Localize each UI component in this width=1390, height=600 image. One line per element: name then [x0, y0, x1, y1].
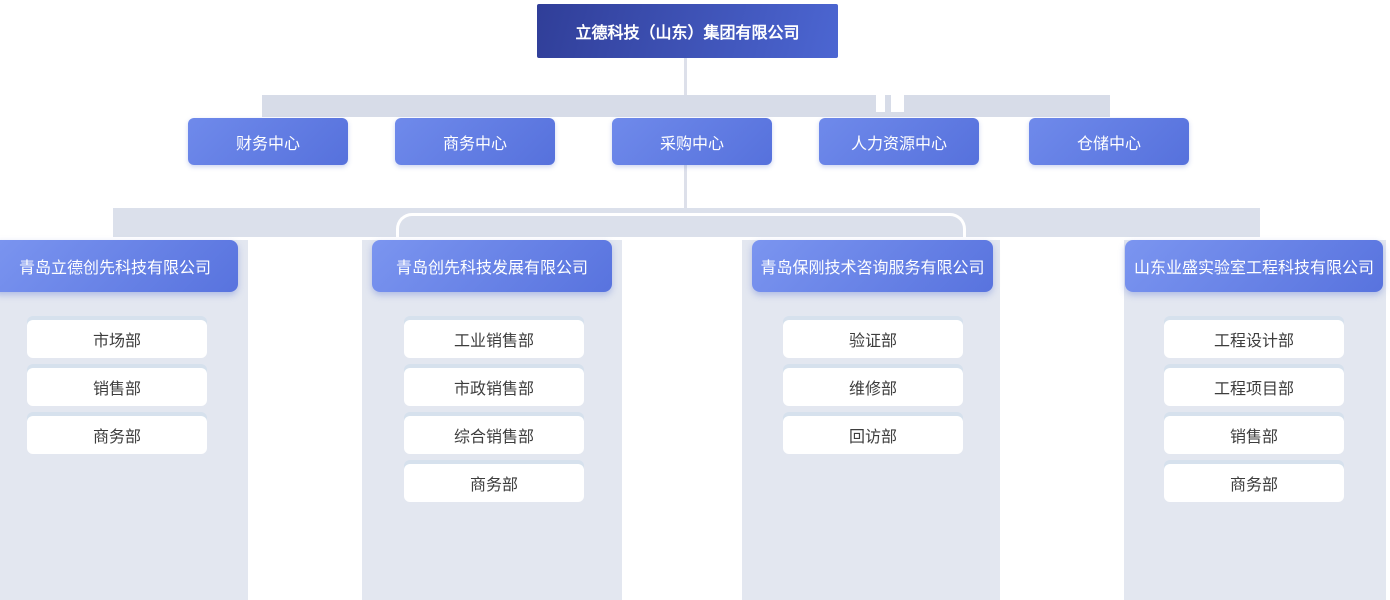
band-notch	[891, 95, 904, 112]
center-node: 商务中心	[395, 118, 555, 165]
department-node: 工程设计部	[1164, 320, 1344, 358]
department-node: 商务部	[404, 464, 584, 502]
center-node: 人力资源中心	[819, 118, 979, 165]
connector-centers-vertical	[684, 164, 687, 209]
department-node: 维修部	[783, 368, 963, 406]
department-node: 回访部	[783, 416, 963, 454]
center-node: 采购中心	[612, 118, 772, 165]
bracket-connector	[396, 213, 966, 239]
department-node: 销售部	[27, 368, 207, 406]
connector-root-vertical	[684, 57, 687, 96]
department-node: 工程项目部	[1164, 368, 1344, 406]
root-company-node: 立德科技（山东）集团有限公司	[537, 4, 838, 58]
band-notch	[876, 95, 885, 112]
department-node: 工业销售部	[404, 320, 584, 358]
connector-band-subsidiaries	[113, 208, 1260, 237]
connector-band-centers	[262, 95, 1110, 117]
subsidiary-header: 青岛立德创先科技有限公司	[0, 240, 238, 292]
subsidiary-header: 青岛保刚技术咨询服务有限公司	[752, 240, 993, 292]
department-node: 市场部	[27, 320, 207, 358]
department-node: 商务部	[27, 416, 207, 454]
center-node: 仓储中心	[1029, 118, 1189, 165]
center-node: 财务中心	[188, 118, 348, 165]
department-node: 销售部	[1164, 416, 1344, 454]
subsidiary-header: 青岛创先科技发展有限公司	[372, 240, 612, 292]
subsidiary-header: 山东业盛实验室工程科技有限公司	[1125, 240, 1383, 292]
department-node: 验证部	[783, 320, 963, 358]
department-node: 综合销售部	[404, 416, 584, 454]
department-node: 市政销售部	[404, 368, 584, 406]
department-node: 商务部	[1164, 464, 1344, 502]
